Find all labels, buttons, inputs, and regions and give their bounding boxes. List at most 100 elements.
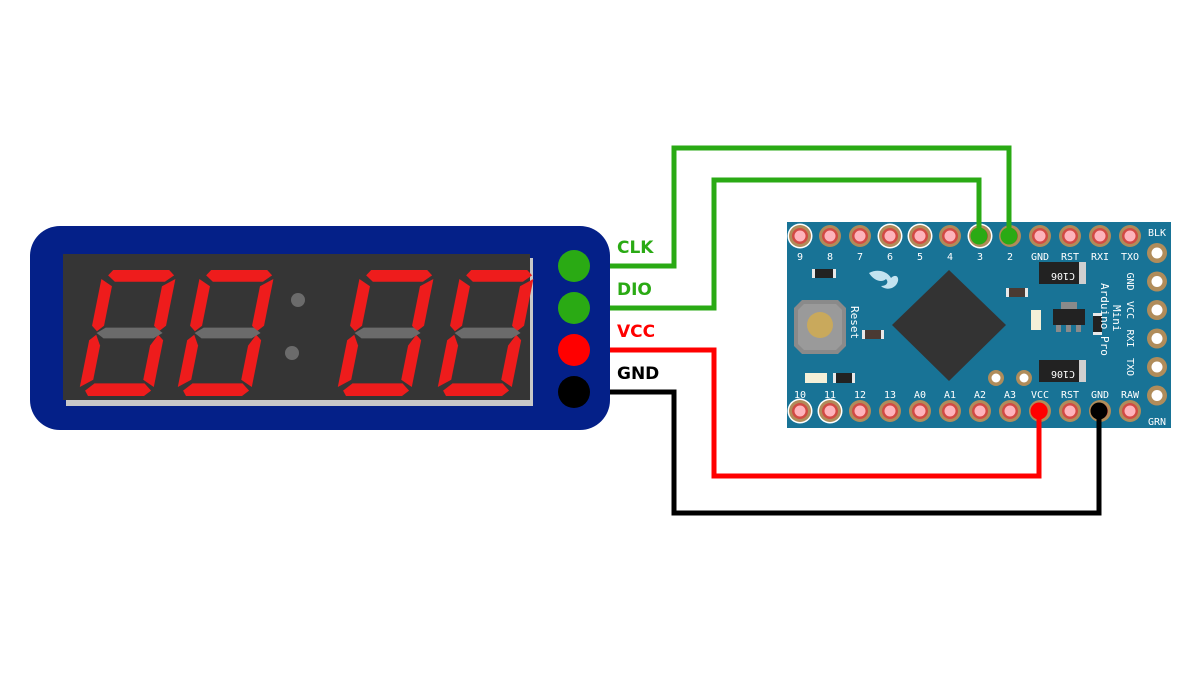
pin-label: TXO bbox=[1124, 358, 1135, 376]
pin-label: 8 bbox=[827, 252, 833, 263]
pin-pad bbox=[558, 292, 590, 324]
segment-d bbox=[343, 383, 410, 396]
pad-hole bbox=[824, 405, 836, 417]
cap-body bbox=[1039, 360, 1085, 382]
colon-dot-bottom bbox=[285, 346, 299, 360]
pin-label: RXI bbox=[1091, 252, 1109, 263]
reset-button-cap bbox=[807, 312, 833, 338]
sparkfun-logo-icon bbox=[869, 270, 899, 289]
pin-label: A3 bbox=[1004, 390, 1016, 401]
pin-label: RST bbox=[1061, 390, 1079, 401]
via-hole-1-center bbox=[991, 373, 1001, 383]
bottom-pin-a1[interactable]: A1 bbox=[939, 390, 961, 422]
module-pin-clk[interactable]: CLK bbox=[558, 238, 654, 282]
smd-resistor-3-cap-l bbox=[833, 373, 836, 383]
tantalum-capacitor-top: C106 bbox=[1039, 262, 1086, 284]
pad-hole bbox=[914, 230, 926, 242]
pin-label: 10 bbox=[794, 390, 806, 401]
segment-f bbox=[450, 279, 470, 332]
pad-hole bbox=[974, 405, 986, 417]
pin-label: A0 bbox=[914, 390, 926, 401]
side-pin-vcc[interactable]: VCC bbox=[1124, 300, 1167, 320]
top-pin-7[interactable]: 7 bbox=[849, 225, 871, 263]
segment-d bbox=[183, 383, 250, 396]
wires bbox=[574, 145, 1102, 516]
wire-endpoints bbox=[970, 222, 1108, 428]
pad-hole bbox=[884, 230, 896, 242]
segment-g bbox=[354, 327, 421, 339]
smd-resistor-2-cap-l bbox=[862, 330, 865, 339]
top-pin-rxi[interactable]: RXI bbox=[1089, 225, 1111, 263]
top-pin-8[interactable]: 8 bbox=[819, 225, 841, 263]
pin-label: GND bbox=[1091, 390, 1109, 401]
pin-label: A2 bbox=[974, 390, 986, 401]
bottom-pin-12[interactable]: 12 bbox=[849, 390, 871, 422]
side-pin-txo[interactable]: TXO bbox=[1124, 357, 1167, 377]
arduino-pro-mini-board: Reset C106 C1 bbox=[787, 222, 1171, 428]
pin-label: 5 bbox=[917, 252, 923, 263]
led-status bbox=[1031, 310, 1041, 330]
reset-button[interactable] bbox=[794, 300, 846, 354]
pad-hole bbox=[824, 230, 836, 242]
bottom-pin-11[interactable]: 11 bbox=[817, 390, 843, 424]
pad-hole bbox=[1124, 405, 1136, 417]
top-pin-5[interactable]: 5 bbox=[907, 223, 933, 264]
top-pin-6[interactable]: 6 bbox=[877, 223, 903, 264]
module-pin-dio[interactable]: DIO bbox=[558, 280, 652, 324]
pin-label: 3 bbox=[977, 252, 983, 263]
smd-cap-small-bot bbox=[1093, 332, 1102, 335]
regulator-leg-3 bbox=[1076, 325, 1081, 332]
bottom-pin-10[interactable]: 10 bbox=[787, 390, 813, 424]
bottom-pin-a2[interactable]: A2 bbox=[969, 390, 991, 422]
smd-resistor-4-cap-r bbox=[1025, 288, 1028, 297]
top-pin-4[interactable]: 4 bbox=[939, 225, 961, 263]
pin-label: TXO bbox=[1121, 252, 1139, 263]
side-pin-gnd[interactable]: GND bbox=[1124, 271, 1167, 292]
side-pin-blk[interactable]: BLK bbox=[1147, 228, 1167, 263]
pin-label: 11 bbox=[824, 390, 836, 401]
smd-resistor-3 bbox=[833, 373, 855, 383]
module-pin-gnd[interactable]: GND bbox=[558, 364, 659, 408]
pin-label: A1 bbox=[944, 390, 956, 401]
pin-label: GRN bbox=[1148, 417, 1166, 428]
top-pin-gnd[interactable]: GND bbox=[1029, 225, 1051, 263]
smd-cap-small bbox=[1093, 315, 1102, 333]
top-pin-rst[interactable]: RST bbox=[1059, 225, 1081, 263]
pin-label: 7 bbox=[857, 252, 863, 263]
side-pin-grn[interactable]: GRN bbox=[1147, 385, 1167, 429]
segment-a bbox=[366, 270, 433, 282]
bottom-pin-a3[interactable]: A3 bbox=[999, 390, 1021, 422]
pad-hole bbox=[854, 405, 866, 417]
pin-pad bbox=[558, 334, 590, 366]
cap-label-top: C106 bbox=[1051, 270, 1075, 281]
bottom-pin-raw[interactable]: RAW bbox=[1119, 390, 1141, 422]
wire-vcc bbox=[574, 347, 1042, 479]
tantalum-capacitor-bottom: C106 bbox=[1039, 360, 1086, 382]
bottom-pin-13[interactable]: 13 bbox=[879, 390, 901, 422]
ftdi-pin-header: BLK GND VCC RXI TXO GRN bbox=[1124, 228, 1167, 428]
bottom-pin-a0[interactable]: A0 bbox=[909, 390, 931, 422]
pin-label: 2 bbox=[1007, 252, 1013, 263]
segment-f bbox=[350, 279, 370, 332]
pin-label: 13 bbox=[884, 390, 896, 401]
pin-label: BLK bbox=[1148, 228, 1166, 239]
segment-a bbox=[206, 270, 273, 282]
pin-label: 12 bbox=[854, 390, 866, 401]
top-pin-txo[interactable]: TXO bbox=[1119, 225, 1141, 263]
module-pin-vcc[interactable]: VCC bbox=[558, 322, 655, 366]
pad-hole bbox=[1064, 230, 1076, 242]
segment-e bbox=[79, 334, 101, 387]
bottom-pin-rst[interactable]: RST bbox=[1059, 390, 1081, 422]
pin-label: RAW bbox=[1121, 390, 1140, 401]
pin-label: VCC bbox=[1124, 301, 1135, 319]
wire-gnd bbox=[574, 389, 1102, 516]
pad-hole bbox=[1064, 405, 1076, 417]
pad-hole bbox=[1151, 333, 1163, 344]
segment-a bbox=[466, 270, 533, 282]
side-pin-rxi[interactable]: RXI bbox=[1124, 328, 1167, 349]
pad-hole bbox=[1124, 230, 1136, 242]
segment-b bbox=[154, 279, 176, 332]
pad-hole bbox=[884, 405, 896, 417]
top-pin-9[interactable]: 9 bbox=[787, 223, 813, 264]
